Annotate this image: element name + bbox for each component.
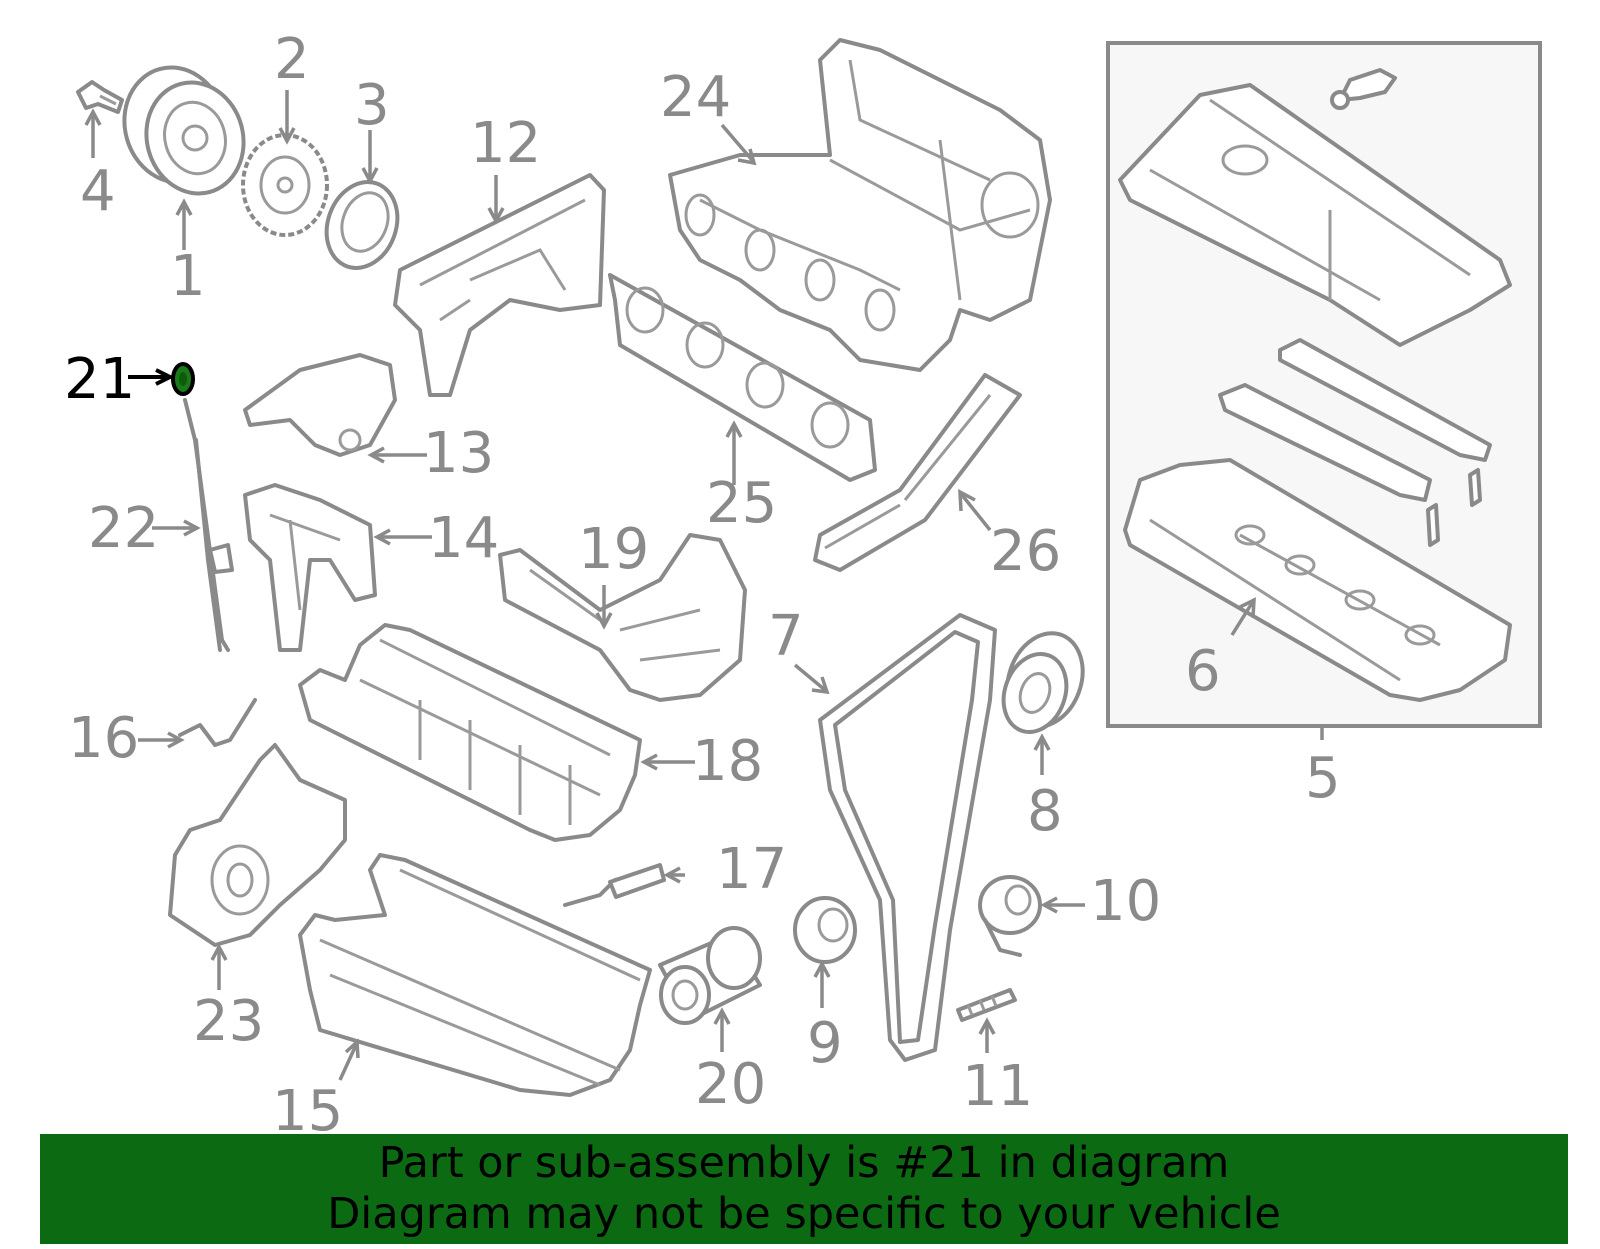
part-19-stiffener[interactable] (498, 533, 747, 702)
part-valve-cover-seal-strips[interactable] (1218, 338, 1492, 547)
callout-13: 13 (423, 421, 494, 486)
part-17-sensor[interactable] (563, 863, 666, 907)
callout-12: 12 (470, 111, 541, 176)
callout-17: 17 (716, 837, 787, 902)
callout-26: 26 (990, 519, 1061, 584)
part-4-bolt[interactable] (76, 80, 124, 114)
part-2-sprocket[interactable] (241, 133, 329, 237)
leader-lines (84, 90, 1324, 1081)
part-5-valve-cover[interactable] (1118, 68, 1512, 347)
banner-line-disclaimer: Diagram may not be specific to your vehi… (327, 1189, 1281, 1239)
part-16-seal[interactable] (178, 698, 257, 747)
callout-4: 4 (80, 159, 116, 224)
callout-7: 7 (768, 604, 804, 669)
part-21-oring[interactable] (171, 362, 195, 396)
callout-25: 25 (706, 471, 777, 536)
callout-6: 6 (1185, 639, 1221, 704)
callout-24: 24 (660, 65, 731, 130)
callout-3: 3 (354, 73, 390, 138)
callout-10: 10 (1090, 869, 1161, 934)
part-notice-banner: Part or sub-assembly is #21 in diagram D… (40, 1134, 1568, 1244)
callout-11: 11 (962, 1054, 1033, 1119)
part-15-oil-pan[interactable] (298, 853, 652, 1097)
part-14-engine-bracket[interactable] (243, 483, 377, 652)
part-6-valve-cover-gasket[interactable] (1123, 458, 1512, 702)
part-13-timing-cover-lower[interactable] (243, 353, 397, 457)
part-22-dipstick-tube[interactable] (183, 398, 234, 652)
part-20-oil-filter[interactable] (658, 926, 762, 1025)
callout-1: 1 (170, 244, 206, 309)
callout-9: 9 (807, 1011, 843, 1076)
part-12-timing-cover[interactable] (393, 173, 606, 397)
part-3-plate[interactable] (315, 172, 409, 278)
callout-19: 19 (578, 517, 649, 582)
callout-labels: 1 2 3 4 5 6 7 8 9 10 11 12 13 14 15 16 1… (64, 27, 1341, 1144)
part-23-oil-pump[interactable] (168, 743, 347, 947)
part-25-manifold-gasket[interactable] (608, 273, 877, 482)
callout-23: 23 (193, 989, 264, 1054)
callout-20: 20 (695, 1052, 766, 1117)
part-8-idler-pulley[interactable] (993, 623, 1095, 741)
part-18-oil-pan-baffle[interactable] (298, 623, 642, 842)
callout-8: 8 (1027, 779, 1063, 844)
callout-18: 18 (692, 729, 763, 794)
part-11-spring[interactable] (956, 988, 1017, 1022)
banner-line-part: Part or sub-assembly is #21 in diagram (378, 1138, 1230, 1188)
part-7-timing-belt[interactable] (818, 613, 997, 1062)
callout-5: 5 (1305, 746, 1341, 811)
callout-16: 16 (68, 706, 139, 771)
part-26-bracket[interactable] (813, 373, 1022, 572)
part-9-idler[interactable] (793, 896, 857, 964)
callout-2: 2 (274, 27, 310, 92)
callout-15: 15 (272, 1079, 343, 1144)
callout-21: 21 (64, 347, 135, 412)
callout-14: 14 (428, 506, 499, 571)
part-10-tensioner[interactable] (978, 875, 1042, 957)
part-24-intake-manifold[interactable] (668, 38, 1052, 372)
callout-22: 22 (88, 496, 159, 561)
part-1-crank-pulley[interactable] (112, 56, 256, 204)
